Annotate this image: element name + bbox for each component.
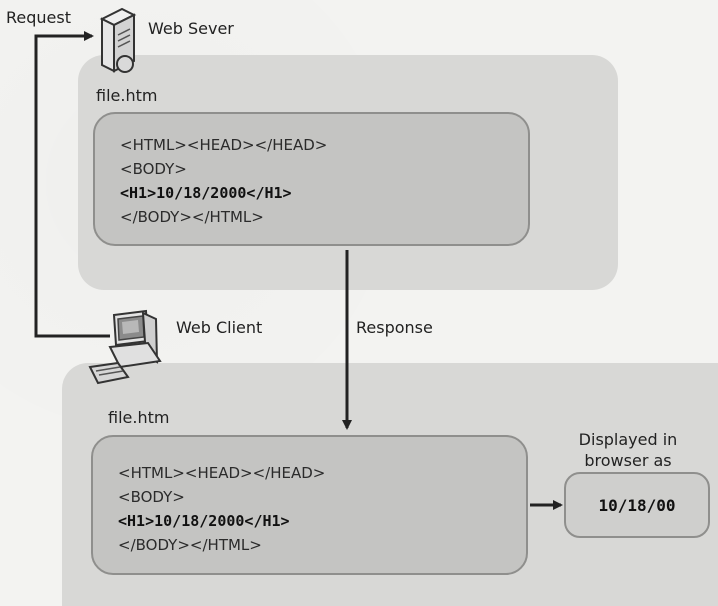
client-code-line-1: <HTML><HEAD></HEAD> xyxy=(118,464,326,482)
client-file-label: file.htm xyxy=(108,408,170,427)
server-icon xyxy=(99,7,137,73)
client-code-line-4: </BODY></HTML> xyxy=(118,536,262,554)
displayed-in-text: Displayed in xyxy=(578,430,678,449)
browser-result-box: 10/18/00 xyxy=(564,472,710,538)
response-label: Response xyxy=(356,318,433,337)
browser-result-value: 10/18/00 xyxy=(598,495,676,515)
server-code-line-2: <BODY> xyxy=(120,160,187,178)
web-client-label: Web Client xyxy=(176,318,263,337)
desktop-computer-icon xyxy=(88,309,162,385)
server-code-line-4: </BODY></HTML> xyxy=(120,208,264,226)
browser-as-text: browser as xyxy=(584,451,672,470)
client-html-code-box: <HTML><HEAD></HEAD> <BODY> <H1>10/18/200… xyxy=(91,435,528,575)
server-html-code-box: <HTML><HEAD></HEAD> <BODY> <H1>10/18/200… xyxy=(93,112,530,246)
client-code-line-3: <H1>10/18/2000</H1> xyxy=(118,512,290,530)
web-server-label: Web Sever xyxy=(148,19,234,38)
displayed-in-browser-label: Displayed in browser as xyxy=(578,429,678,471)
server-code-line-1: <HTML><HEAD></HEAD> xyxy=(120,136,328,154)
request-label: Request xyxy=(6,8,71,27)
client-code-line-2: <BODY> xyxy=(118,488,185,506)
server-file-label: file.htm xyxy=(96,86,158,105)
server-code-line-3: <H1>10/18/2000</H1> xyxy=(120,184,292,202)
